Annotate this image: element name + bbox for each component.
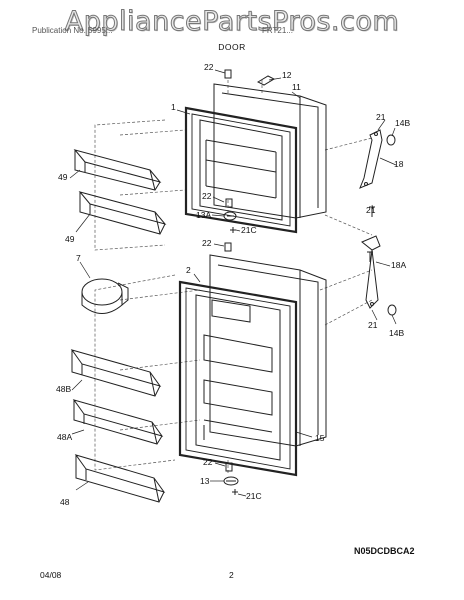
cam-13 [223, 476, 239, 486]
callout-18A: 18A [391, 260, 406, 270]
callout-21-mid: 21 [366, 205, 376, 215]
hinge-pin-cover-upper [386, 134, 396, 146]
callout-2: 2 [186, 265, 191, 275]
freezer-door-outer-panel [213, 83, 327, 219]
dairy-compartment [81, 278, 129, 314]
fresh-food-door-gasket [178, 280, 298, 477]
publication-number: Publication No. 5995... [32, 26, 113, 35]
footer-date: 04/08 [40, 570, 62, 580]
page-title: DOOR [218, 42, 246, 52]
freezer-door-gasket [184, 106, 298, 234]
door-stop-22-top [224, 69, 232, 79]
callout-48: 48 [60, 497, 70, 507]
door-shelf-48 [74, 454, 166, 503]
hinge-cover-12 [256, 75, 276, 86]
callout-15: 15 [315, 433, 325, 443]
callout-1: 1 [171, 102, 176, 112]
callout-48B: 48B [56, 384, 71, 394]
callout-14B-lower: 14B [389, 328, 404, 338]
upper-hinge [359, 129, 383, 189]
freezer-door-liner [199, 119, 283, 221]
hinge-pin-cover-lower [387, 304, 397, 316]
callout-22-top: 22 [204, 62, 214, 72]
callout-7: 7 [76, 253, 81, 263]
callout-22-mid: 22 [202, 191, 212, 201]
callout-12: 12 [282, 70, 292, 80]
callout-18: 18 [394, 159, 404, 169]
door-stop-22-bottom [225, 462, 233, 472]
fresh-food-door-liner [195, 294, 281, 461]
door-shelf-48B [70, 349, 162, 397]
screw-21-upper [369, 206, 375, 217]
screw-21C-lower [232, 489, 238, 495]
fresh-food-door-outer-panel [209, 254, 327, 447]
freezer-door-shelf-lower [78, 191, 167, 235]
callout-49-lower: 49 [65, 234, 75, 244]
screw-21C-upper [230, 227, 236, 233]
center-hinge [361, 235, 381, 309]
watermark: AppliancePartsPros.com [64, 6, 400, 38]
callout-49-upper: 49 [58, 172, 68, 182]
callout-21-upper: 21 [376, 112, 386, 122]
freezer-door-shelf-upper [73, 149, 162, 191]
callout-22-bottom: 22 [203, 457, 213, 467]
callout-11: 11 [292, 82, 301, 92]
page-number: 2 [229, 570, 234, 580]
callout-21C-upper: 21C [241, 225, 257, 235]
leader-lines [69, 69, 397, 497]
callout-22-lower: 22 [202, 238, 212, 248]
diagram-code: N05DCDBCA2 [354, 546, 415, 556]
model-number: FRT21... [262, 26, 293, 35]
callout-21C-lower: 21C [246, 491, 262, 501]
door-stop-22-mid [225, 198, 233, 208]
door-shelf-48A [72, 399, 164, 445]
callout-14B-upper: 14B [395, 118, 410, 128]
callout-21-lower: 21 [368, 320, 378, 330]
callout-48A: 48A [57, 432, 72, 442]
door-stop-22-lower-top [224, 242, 232, 252]
screw-21-center [367, 251, 373, 262]
guide-lines [94, 80, 373, 475]
callout-13: 13 [200, 476, 210, 486]
callout-13A: 13A [196, 210, 211, 220]
